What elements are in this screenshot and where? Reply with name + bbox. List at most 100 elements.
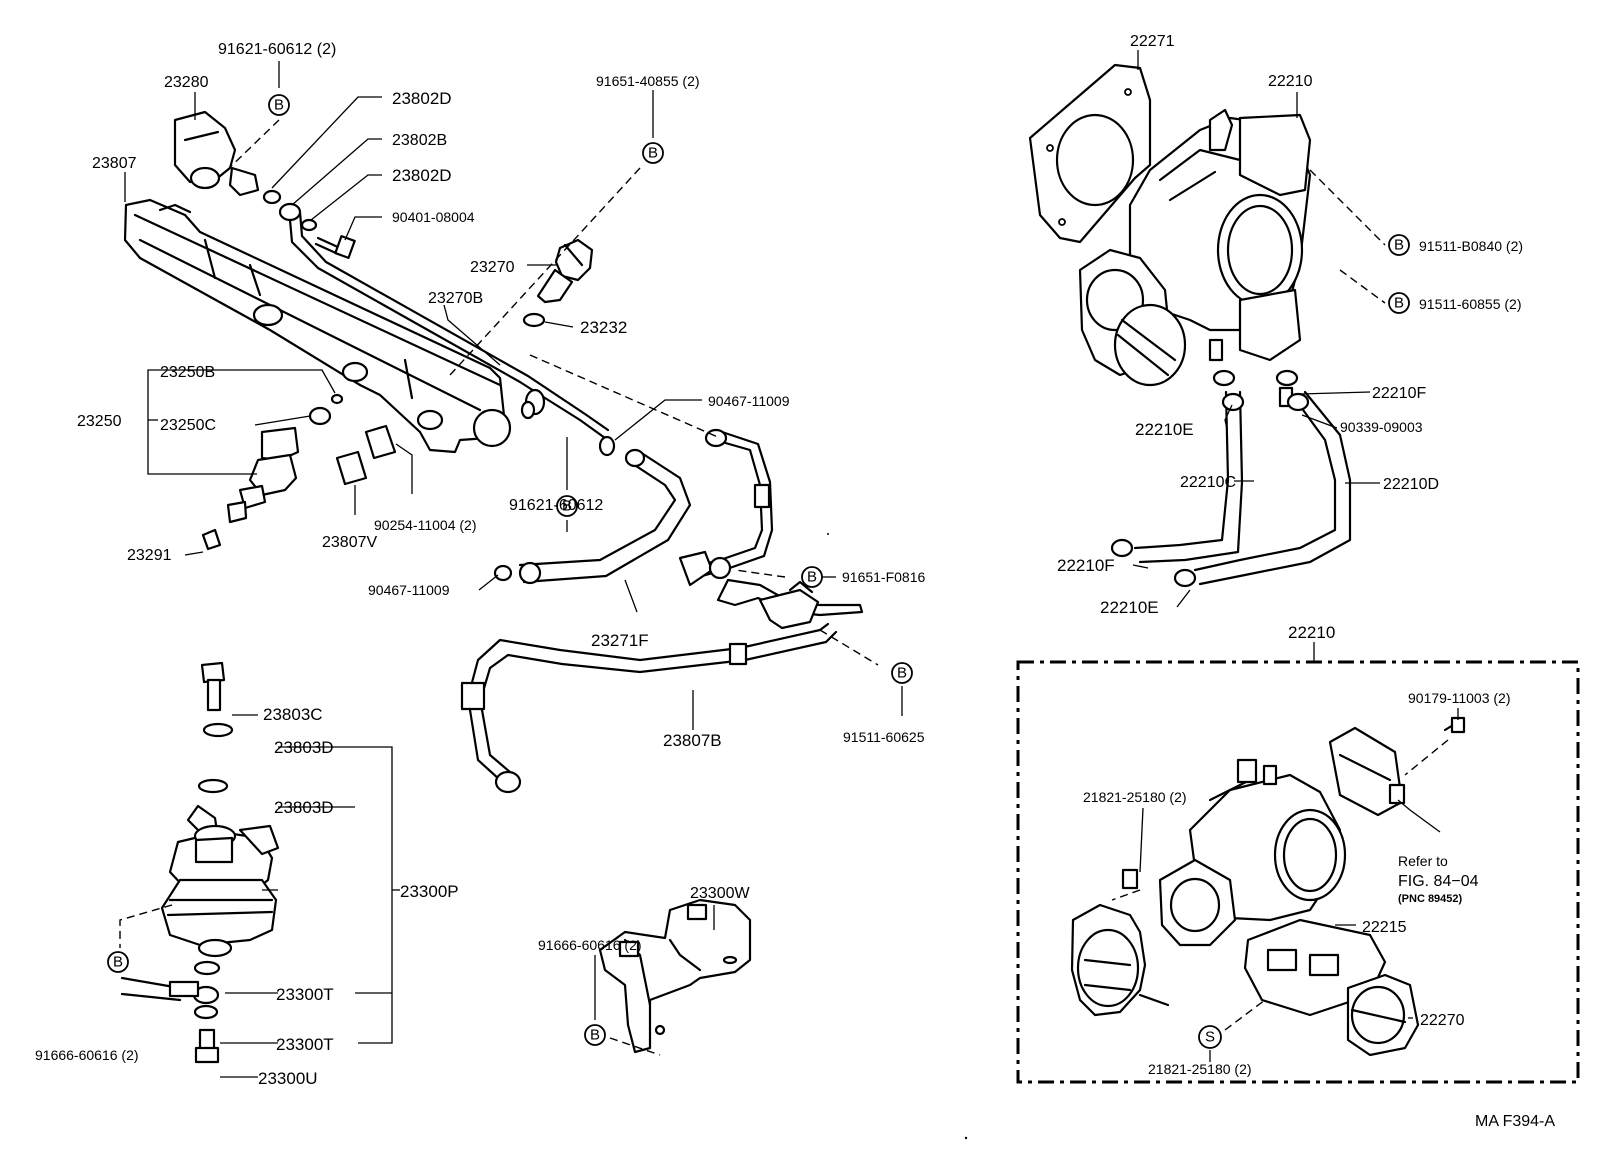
label-23250C: 23250C — [160, 417, 216, 434]
label-refer-to: Refer to — [1398, 853, 1448, 869]
label-22215: 22215 — [1362, 919, 1407, 936]
label-22210F-b: 22210F — [1057, 556, 1115, 575]
detail-box-frame — [1016, 660, 1580, 1084]
insulators-23807V — [335, 424, 397, 486]
label-22210-box: 22210 — [1288, 623, 1335, 642]
label-23232: 23232 — [580, 318, 627, 337]
throttle-body-detail — [1158, 758, 1347, 947]
callout-b-text: B — [562, 498, 572, 515]
fuel-return-pipe — [262, 189, 610, 440]
label-91511-60625: 91511-60625 — [843, 729, 925, 745]
label-23270B: 23270B — [428, 290, 483, 307]
label-91621-60612: 91621-60612 — [509, 497, 603, 514]
pressure-regulator-23300P — [120, 661, 280, 1064]
fuel-hose-23807B — [460, 622, 838, 794]
fuel-delivery-pipe — [123, 198, 512, 454]
callout-b-9: B — [1388, 292, 1410, 314]
label-23270: 23270 — [470, 259, 515, 276]
callout-b-text: B — [113, 954, 123, 971]
label-21821-25180-2-a: 21821-25180 (2) — [1083, 789, 1187, 805]
callout-b-4: B — [801, 566, 823, 588]
label-90467-11009-b: 90467-11009 — [368, 582, 450, 598]
callout-b-7: B — [584, 1024, 606, 1046]
callout-s-1: S — [1198, 1025, 1222, 1049]
label-91666-60616-2-b: 91666-60616 (2) — [538, 937, 642, 953]
idle-air-control-22270 — [1346, 973, 1420, 1057]
label-pnc-ref: (PNC 89452) — [1398, 893, 1463, 905]
label-23803D-a: 23803D — [274, 738, 334, 757]
label-91621-60612-2: 91621-60612 (2) — [218, 41, 336, 58]
water-bypass-hoses — [1110, 386, 1352, 588]
callout-b-text: B — [807, 569, 817, 586]
callout-b-5: B — [891, 662, 913, 684]
fuel-pipe-bracket — [678, 428, 864, 630]
air-valve-actuator — [1070, 868, 1170, 1017]
label-23802B: 23802B — [392, 132, 447, 149]
bracket-23300W — [598, 898, 752, 1054]
label-23802D-b: 23802D — [392, 166, 452, 185]
label-22271: 22271 — [1130, 33, 1175, 50]
gasket-22271 — [1028, 63, 1152, 244]
label-91651-F0816: 91651-F0816 — [842, 569, 926, 585]
label-90179-11003-2: 90179-11003 (2) — [1408, 690, 1510, 706]
label-23300P: 23300P — [400, 882, 459, 901]
label-23803D-b: 23803D — [274, 798, 334, 817]
callout-s-text: S — [1205, 1029, 1215, 1046]
label-22210E-b: 22210E — [1100, 598, 1159, 617]
label-90254-11004-2: 90254-11004 (2) — [374, 517, 476, 533]
speck — [964, 1136, 968, 1140]
label-23250B: 23250B — [160, 364, 215, 381]
label-23300U: 23300U — [258, 1069, 318, 1088]
callout-b-text: B — [1394, 237, 1404, 254]
callout-b-text: B — [1394, 295, 1404, 312]
label-23803C: 23803C — [263, 705, 323, 724]
callout-b-text: B — [590, 1027, 600, 1044]
label-23300T-b: 23300T — [276, 1035, 334, 1054]
label-23802D-a: 23802D — [392, 89, 452, 108]
callout-b-text: B — [274, 97, 284, 114]
callout-b-6: B — [107, 951, 129, 973]
label-21821-25180-2-b: 21821-25180 (2) — [1148, 1061, 1252, 1077]
label-23807B: 23807B — [663, 731, 722, 750]
throttle-body-22210 — [1078, 108, 1312, 387]
label-23807: 23807 — [92, 155, 137, 172]
label-91511-60855-2: 91511-60855 (2) — [1419, 296, 1521, 312]
label-22210C: 22210C — [1180, 474, 1236, 491]
callout-b-2: B — [642, 142, 664, 164]
label-23291: 23291 — [127, 547, 172, 564]
label-23807V: 23807V — [322, 534, 377, 551]
gasket-22215 — [1243, 918, 1387, 1017]
label-90401-08004: 90401-08004 — [392, 209, 475, 225]
callout-b-8: B — [1388, 234, 1410, 256]
label-23300T-a: 23300T — [276, 985, 334, 1004]
label-22210D: 22210D — [1383, 476, 1439, 493]
bolt-90401-08004 — [314, 235, 356, 259]
callout-b-text: B — [897, 665, 907, 682]
part-labels: 91621-60612 (2) 23280 23807 23802D 23802… — [35, 33, 1555, 1130]
label-23250: 23250 — [77, 413, 122, 430]
label-91511-B0840-2: 91511-B0840 (2) — [1419, 238, 1523, 254]
throttle-position-sensor — [1328, 716, 1466, 817]
drawing-code: MA F394-A — [1475, 1113, 1555, 1130]
label-fig-ref: FIG. 84−04 — [1398, 873, 1479, 890]
label-23300W: 23300W — [690, 885, 750, 902]
callout-b-1: B — [268, 94, 290, 116]
clips-90467 — [493, 400, 616, 582]
fuel-injector-23250 — [201, 393, 344, 551]
label-91666-60616-2-a: 91666-60616 (2) — [35, 1047, 139, 1063]
leader-lines — [119, 50, 1459, 1078]
label-22270: 22270 — [1420, 1012, 1465, 1029]
pressure-regulator-23280 — [173, 110, 260, 197]
label-23271F: 23271F — [591, 631, 649, 650]
label-22210F-a: 22210F — [1372, 385, 1426, 402]
callout-b-3: B — [556, 495, 578, 517]
callout-b-text: B — [648, 145, 658, 162]
label-90339-09003: 90339-09003 — [1340, 419, 1423, 435]
label-91651-40855-2: 91651-40855 (2) — [596, 73, 700, 89]
label-22210E-a: 22210E — [1135, 420, 1194, 439]
speck — [827, 533, 829, 535]
label-90467-11009-a: 90467-11009 — [708, 393, 790, 409]
label-22210-top: 22210 — [1268, 73, 1313, 90]
fuel-hose-23271F — [518, 448, 692, 585]
